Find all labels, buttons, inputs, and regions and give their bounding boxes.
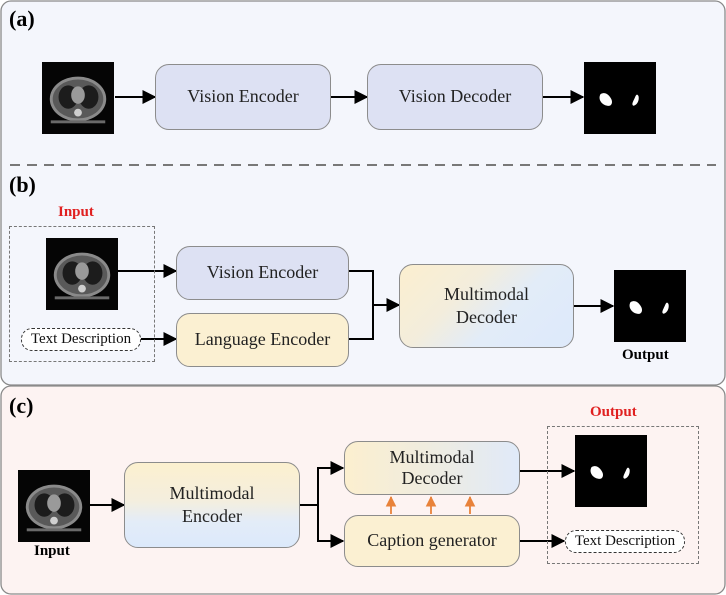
- ct-image-a: [42, 62, 114, 134]
- text-description-pill-c: Text Description: [565, 530, 685, 553]
- vision-encoder-label-b: Vision Encoder: [206, 262, 319, 283]
- text-description-label-b: Text Description: [30, 331, 132, 347]
- multimodal-encoder-box-c: Multimodal Encoder: [124, 462, 300, 548]
- caption-generator-label-c: Caption generator: [367, 530, 497, 551]
- multimodal-decoder-label-b-line1: Multimodal: [444, 283, 529, 304]
- vision-decoder-label-a: Vision Decoder: [398, 86, 512, 107]
- language-encoder-label-b: Language Encoder: [194, 329, 331, 350]
- vision-decoder-box-a: Vision Decoder: [367, 64, 543, 130]
- input-label-c: Input: [34, 543, 70, 559]
- arrow-b-language-merge: [349, 305, 374, 340]
- input-group-b: [9, 226, 155, 362]
- multimodal-encoder-label-c-line1: Multimodal: [169, 482, 255, 503]
- caption-generator-box-c: Caption generator: [344, 515, 520, 567]
- panel-label-b: (b): [9, 172, 36, 197]
- output-label-c: Output: [590, 404, 637, 420]
- arrow-c-encoder-to-decoder: [300, 461, 345, 506]
- output-group-c: [547, 426, 699, 564]
- arrow-b-vision-merge: [349, 270, 374, 305]
- vision-encoder-box-b: Vision Encoder: [176, 246, 349, 300]
- vision-encoder-label-a: Vision Encoder: [187, 86, 299, 107]
- vision-encoder-box-a: Vision Encoder: [155, 64, 331, 130]
- mask-image-a: [584, 62, 656, 134]
- multimodal-decoder-label-c-line1: Multimodal: [389, 447, 475, 468]
- panel-label-a: (a): [9, 6, 35, 31]
- text-description-pill-b: Text Description: [21, 328, 141, 351]
- multimodal-decoder-label-c-line2: Decoder: [401, 468, 463, 488]
- output-label-b: Output: [622, 347, 669, 363]
- multimodal-decoder-box-c: Multimodal Decoder: [344, 441, 520, 495]
- ct-image-c: [18, 470, 90, 542]
- multimodal-decoder-box-b: Multimodal Decoder: [399, 264, 574, 348]
- language-encoder-box-b: Language Encoder: [176, 313, 349, 367]
- input-label-b: Input: [58, 204, 94, 220]
- mask-image-b: [614, 270, 686, 342]
- text-description-label-c: Text Description: [574, 533, 676, 549]
- multimodal-decoder-label-b-line2: Decoder: [456, 307, 517, 327]
- multimodal-encoder-label-c-line2: Encoder: [182, 506, 242, 526]
- panel-label-c: (c): [9, 393, 34, 418]
- arrow-c-encoder-to-caption: [317, 505, 345, 548]
